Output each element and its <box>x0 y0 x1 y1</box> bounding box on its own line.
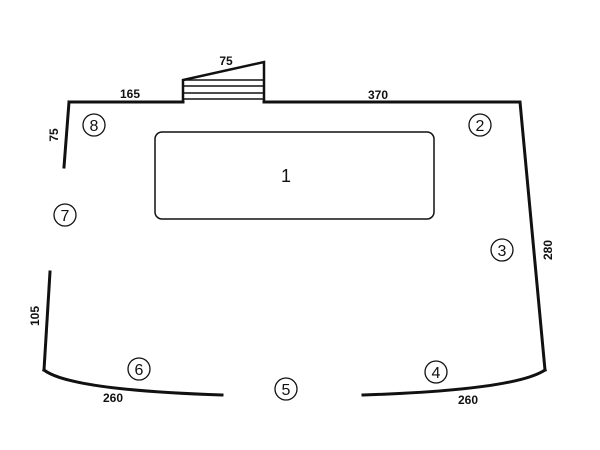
wall-top-right <box>262 100 547 372</box>
wall-bottom-left <box>41 367 224 397</box>
pool-label: 1 <box>281 166 291 186</box>
point-label-6: 6 <box>135 362 144 379</box>
point-circle-8 <box>82 113 106 137</box>
wall-left-upper <box>62 100 71 169</box>
stairs <box>181 60 266 102</box>
point-label-4: 4 <box>432 365 441 382</box>
point-circle-3 <box>490 238 514 262</box>
point-circle-7 <box>53 203 77 227</box>
point-circle-4 <box>424 360 448 384</box>
dim-bottom-left: 260 <box>103 391 123 405</box>
dim-left-upper: 75 <box>47 128 61 142</box>
dim-step: 75 <box>219 54 233 68</box>
pool-rectangle <box>154 131 435 220</box>
point-circle-5 <box>274 377 298 401</box>
point-circle-6 <box>127 357 151 381</box>
point-label-8: 8 <box>90 118 99 135</box>
dim-top-right: 370 <box>368 88 388 102</box>
dim-top-left: 165 <box>120 87 140 101</box>
wall-bottom-right <box>361 367 548 397</box>
dim-right: 280 <box>541 240 555 260</box>
point-label-5: 5 <box>282 382 291 399</box>
dim-left-lower: 105 <box>28 306 42 326</box>
wall-left-lower <box>42 270 52 372</box>
point-label-2: 2 <box>476 118 485 135</box>
point-circle-2 <box>468 113 492 137</box>
point-label-3: 3 <box>498 243 507 260</box>
point-label-7: 7 <box>61 208 70 225</box>
dim-bottom-right: 260 <box>458 393 478 407</box>
